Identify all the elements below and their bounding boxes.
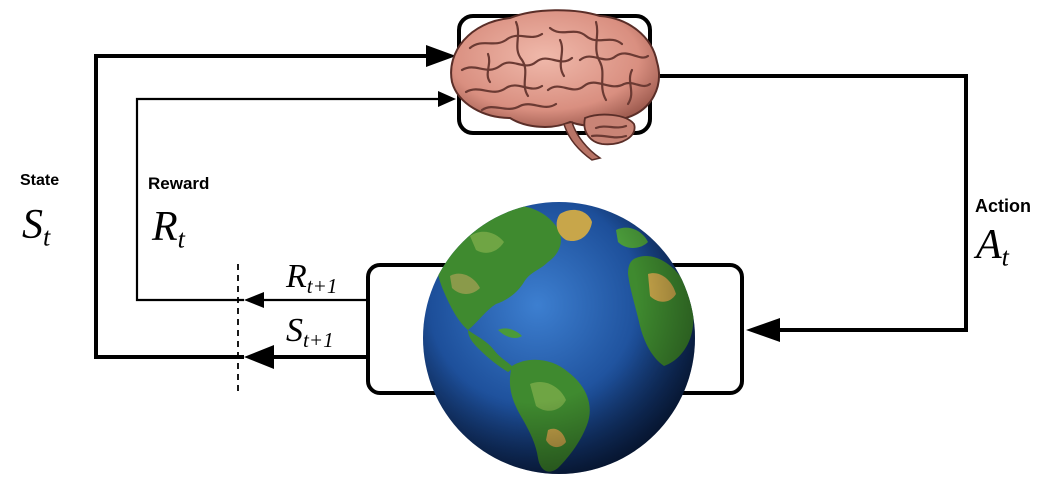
state-symbol: St bbox=[22, 204, 50, 250]
next-state-symbol-subscript: t+1 bbox=[303, 327, 334, 352]
action-symbol: At bbox=[976, 224, 1009, 270]
next-state-symbol: St+1 bbox=[286, 314, 334, 351]
state-symbol-letter: S bbox=[22, 202, 43, 248]
next-reward-symbol: Rt+1 bbox=[286, 260, 337, 297]
action-label: Action bbox=[975, 196, 1031, 216]
state-loop-line bbox=[94, 54, 428, 359]
action-arrowhead bbox=[746, 318, 780, 342]
action-symbol-subscript: t bbox=[1001, 242, 1009, 272]
next-state-symbol-letter: S bbox=[286, 312, 303, 349]
earth-globe-icon bbox=[423, 202, 695, 474]
reward-symbol: Rt bbox=[152, 206, 185, 252]
brain-icon bbox=[450, 9, 660, 161]
state-symbol-subscript: t bbox=[43, 222, 51, 252]
reward-label: Reward bbox=[148, 174, 210, 193]
reward-symbol-subscript: t bbox=[177, 224, 185, 254]
action-symbol-letter: A bbox=[976, 222, 1002, 268]
reward-arrowhead bbox=[438, 91, 456, 107]
reward-loop-line bbox=[135, 97, 440, 302]
action-line bbox=[650, 74, 968, 332]
state-arrowhead bbox=[426, 45, 456, 67]
next-reward-symbol-subscript: t+1 bbox=[306, 273, 338, 298]
next-state-arrowhead bbox=[244, 345, 274, 369]
reward-symbol-letter: R bbox=[152, 204, 178, 250]
state-label: State bbox=[20, 172, 60, 189]
next-reward-symbol-letter: R bbox=[286, 258, 307, 295]
next-reward-arrowhead bbox=[244, 292, 264, 308]
